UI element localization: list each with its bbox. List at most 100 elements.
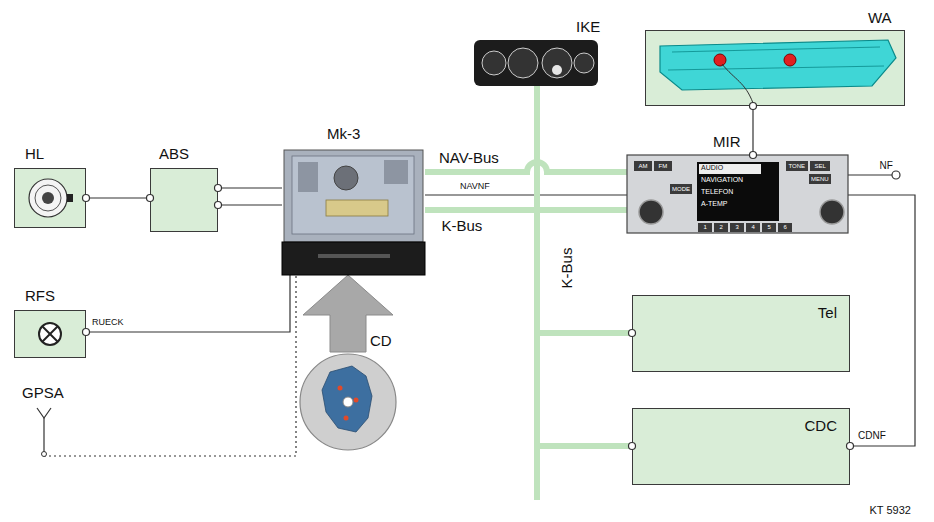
connector (848, 195, 915, 446)
radio-screen (697, 162, 779, 221)
connector (537, 86, 632, 446)
signal-label: CDNF (858, 430, 886, 442)
signal-line (86, 197, 150, 198)
knob (820, 200, 844, 224)
disc (300, 354, 396, 450)
node-label: CD (370, 332, 392, 350)
bus-line (537, 86, 632, 446)
connector (86, 198, 150, 199)
signal-line (218, 204, 282, 205)
connector (537, 86, 632, 333)
lamp-symbol (39, 323, 61, 345)
signal-label: K-Bus (558, 248, 576, 289)
signal-label: K-Bus (442, 217, 483, 235)
node-label: GPSA (22, 384, 64, 402)
connector (425, 195, 627, 196)
bumper-edge (668, 47, 884, 70)
button-label: FM (659, 163, 668, 170)
connector-dot (629, 330, 636, 337)
node-label: Mk-3 (327, 125, 360, 143)
speaker-magnet (67, 194, 73, 202)
connector-dot (215, 185, 222, 192)
connector-dot (215, 202, 222, 209)
big-arrow (303, 275, 393, 352)
lamp-circle (39, 323, 61, 345)
navigation-computer-picture (282, 150, 425, 275)
preset-button (746, 223, 760, 232)
radio-picture (627, 155, 848, 233)
chassis (284, 150, 423, 242)
preset-number: 3 (736, 224, 739, 231)
preset-button (730, 223, 744, 232)
button-label: MODE (672, 186, 690, 193)
node-label: ABS (159, 145, 189, 163)
map-dot (344, 416, 349, 421)
signal-line (752, 106, 753, 155)
gps-antenna: GPSA (20, 384, 70, 456)
chassis-top (292, 156, 414, 234)
connector (218, 205, 282, 206)
signal-label: NAV-Bus (439, 149, 499, 167)
connector-dot (629, 443, 636, 450)
connector-dot (750, 103, 757, 110)
button-label: AM (639, 163, 648, 170)
connector (753, 106, 754, 155)
signal-label: NAVNF (460, 181, 490, 192)
node-label: IKE (576, 18, 600, 36)
connector-dot (147, 195, 154, 202)
antenna-foot (42, 452, 47, 457)
radio-button (634, 161, 652, 171)
node-label: RFS (25, 287, 55, 305)
knob (639, 200, 663, 224)
signal-line (848, 195, 915, 446)
radio-button (670, 184, 692, 194)
cluster-housing (474, 40, 598, 86)
cd-changer-box: CDC (632, 408, 850, 485)
menu-item: A-TEMP (701, 200, 727, 208)
connector-dot (83, 329, 90, 336)
preset-button (778, 223, 792, 232)
map-dot (338, 386, 343, 391)
disc-slot (318, 254, 390, 258)
radio-button (786, 161, 808, 171)
bus-line (534, 446, 540, 500)
node-label: MIR (713, 133, 741, 151)
signal-line (425, 194, 627, 195)
speaker-symbol (29, 179, 73, 217)
gauge (574, 53, 594, 73)
bumper (660, 40, 896, 90)
radio-button (810, 161, 830, 171)
amplifier-box: ABS (150, 168, 218, 232)
menu-highlight (699, 164, 761, 174)
connector (44, 275, 296, 456)
preset-number: 2 (720, 224, 723, 231)
board (384, 160, 408, 184)
wire (848, 174, 892, 175)
telephone-box: Tel (632, 295, 850, 372)
node-label: HL (25, 145, 44, 163)
instrument-cluster-picture (474, 40, 598, 86)
radio-button (809, 174, 831, 184)
signal-label: NF (880, 160, 893, 172)
gauge (482, 51, 506, 75)
signal-line (86, 275, 290, 332)
lamp-cross (42, 326, 58, 342)
drive-spindle (334, 166, 358, 190)
connector (218, 188, 282, 189)
disc-hole (343, 397, 353, 407)
figure-code: KT 5932 (870, 504, 911, 517)
connector (425, 210, 627, 211)
speaker-ring (35, 185, 61, 211)
preset-button (714, 223, 728, 232)
front-panel (282, 242, 425, 275)
bus-line (537, 86, 632, 333)
type-plate (326, 200, 388, 216)
map-dot (354, 398, 359, 403)
terminal (892, 171, 900, 179)
antenna-wire (722, 64, 753, 103)
preset-button (698, 223, 712, 232)
signal-label: RUECK (92, 317, 124, 328)
menu-item: NAVIGATION (701, 176, 743, 184)
preset-button (762, 223, 776, 232)
